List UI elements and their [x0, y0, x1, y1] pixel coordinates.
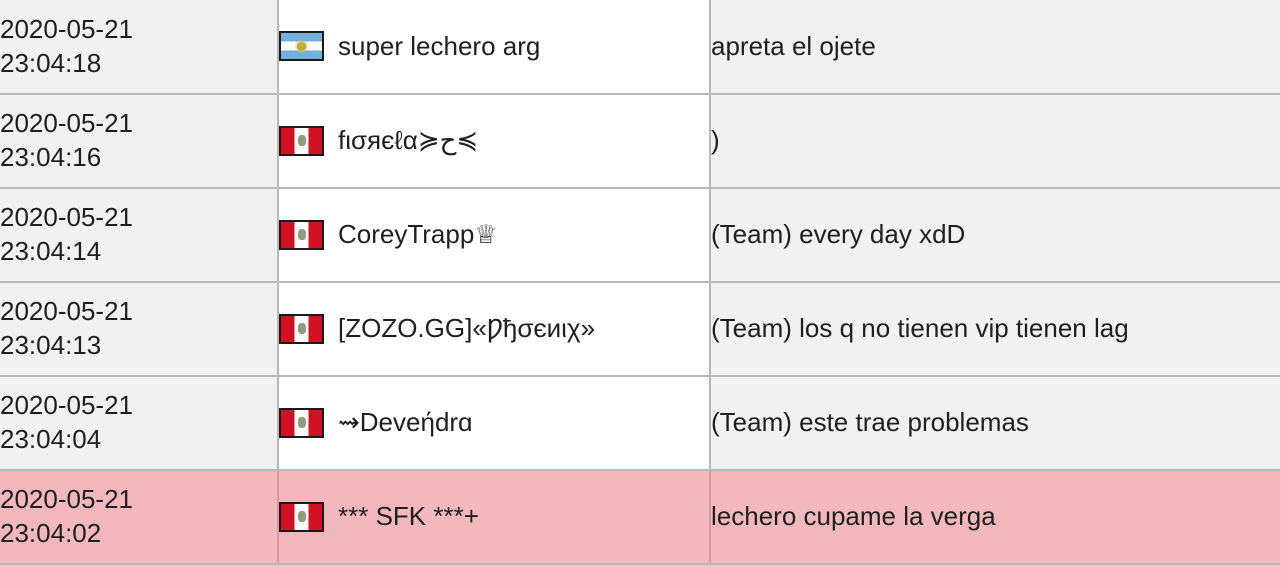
player-nickname: CoreyTrapp♕ — [338, 219, 498, 250]
message-cell: (Team) los q no tienen vip tienen lag — [710, 282, 1280, 377]
table-row[interactable]: 2020-05-21 23:04:16 fισяєℓα≽ﺡ≼) — [0, 94, 1280, 189]
table-row[interactable]: 2020-05-21 23:04:04 ⇝Deveήdrɑ (Team) este … — [0, 376, 1280, 471]
timestamp-cell: 2020-05-21 23:04:18 — [0, 0, 279, 95]
message-cell: (Team) este trae problemas — [710, 376, 1280, 471]
player-nickname: ⇝Deveήdrɑ — [338, 407, 473, 438]
player-cell[interactable]: super lechero arg — [278, 0, 711, 95]
player-wrapper: ⇝Deveήdrɑ — [279, 406, 709, 440]
peru-flag-icon — [279, 407, 324, 438]
table-row[interactable]: 2020-05-21 23:04:13 [ZOZO.GG]«Ƿђσєиιχ» (Te… — [0, 282, 1280, 377]
timestamp-cell: 2020-05-21 23:04:04 — [0, 376, 279, 471]
player-cell[interactable]: *** SFK ***+ — [278, 470, 711, 565]
peru-flag-icon — [279, 501, 324, 532]
player-wrapper: *** SFK ***+ — [279, 500, 709, 534]
player-nickname: fισяєℓα≽ﺡ≼ — [338, 125, 479, 156]
message-cell: apreta el ojete — [710, 0, 1280, 95]
peru-flag-icon — [279, 313, 324, 344]
timestamp-cell: 2020-05-21 23:04:16 — [0, 94, 279, 189]
player-wrapper: CoreyTrapp♕ — [279, 218, 709, 252]
message-cell: ) — [710, 94, 1280, 189]
table-row[interactable]: 2020-05-21 23:04:14 CoreyTrapp♕ (Team) eve… — [0, 188, 1280, 283]
player-cell[interactable]: [ZOZO.GG]«Ƿђσєиιχ» — [278, 282, 711, 377]
message-cell: (Team) every day xdD — [710, 188, 1280, 283]
table-row[interactable]: 2020-05-21 23:04:18 super lechero arg apre… — [0, 0, 1280, 95]
player-wrapper: super lechero arg — [279, 30, 709, 64]
player-wrapper: fισяєℓα≽ﺡ≼ — [279, 124, 709, 158]
player-nickname: [ZOZO.GG]«Ƿђσєиιχ» — [338, 313, 596, 344]
message-cell: lechero cupame la verga — [710, 470, 1280, 565]
table-row[interactable]: 2020-05-21 23:04:02 *** SFK ***+ lechero c… — [0, 470, 1280, 565]
peru-flag-icon — [279, 125, 324, 156]
timestamp-cell: 2020-05-21 23:04:02 — [0, 470, 279, 565]
player-nickname: *** SFK ***+ — [338, 501, 479, 532]
player-cell[interactable]: ⇝Deveήdrɑ — [278, 376, 711, 471]
timestamp-cell: 2020-05-21 23:04:13 — [0, 282, 279, 377]
argentina-flag-icon — [279, 31, 324, 62]
player-nickname: super lechero arg — [338, 30, 541, 61]
player-cell[interactable]: fισяєℓα≽ﺡ≼ — [278, 94, 711, 189]
player-wrapper: [ZOZO.GG]«Ƿђσєиιχ» — [279, 312, 709, 346]
player-cell[interactable]: CoreyTrapp♕ — [278, 188, 711, 283]
peru-flag-icon — [279, 219, 324, 250]
timestamp-cell: 2020-05-21 23:04:14 — [0, 188, 279, 283]
